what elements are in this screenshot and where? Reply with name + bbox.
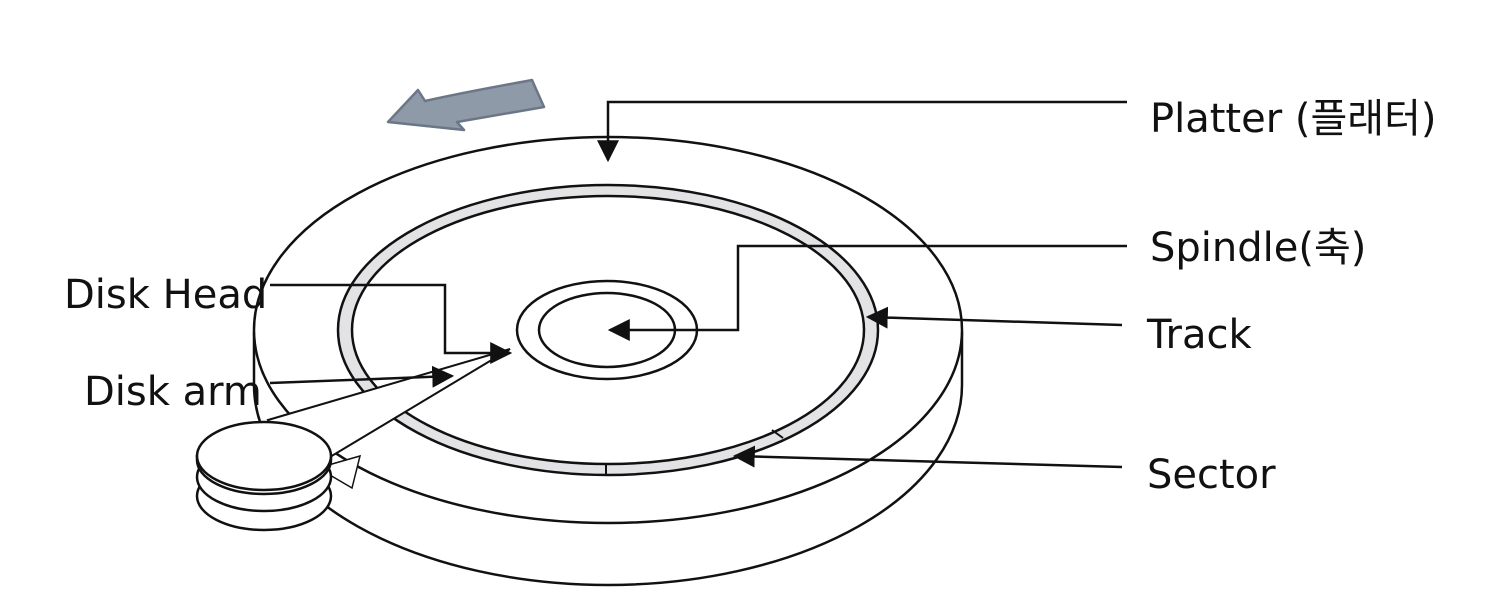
sector-boundary [771,429,784,439]
actuator-top-cap [195,420,333,492]
sector-leader [732,445,1123,469]
spindle-label: Spindle(축) [1150,225,1366,271]
disk-head-leader [270,283,513,364]
track-label: Track [1146,312,1253,358]
disk-arm-leader [269,365,455,388]
rotation-direction-arrow-icon [386,78,546,132]
track-leader [865,306,1123,329]
disk-arm-label: Disk arm [84,369,262,415]
disk-arm-lower [316,454,362,490]
platter-leader [597,100,1127,163]
disk-head-label: Disk Head [64,272,267,318]
spindle-leader [607,244,1127,341]
platter-label: Platter (플래터) [1150,96,1437,142]
sector-label: Sector [1147,452,1276,498]
